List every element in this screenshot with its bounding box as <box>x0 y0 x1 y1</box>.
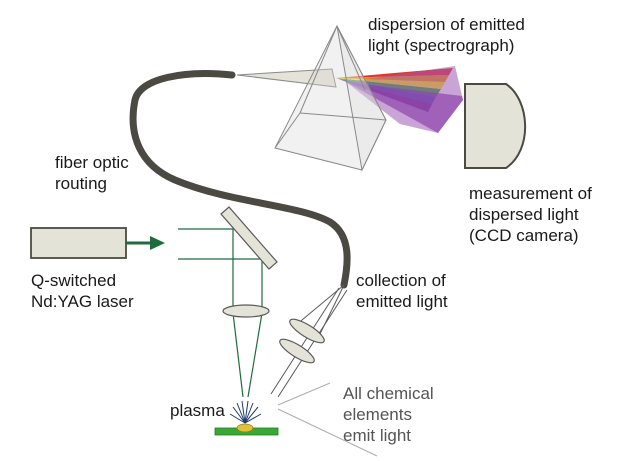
camera-label-line-3: (CCD camera) <box>469 226 579 245</box>
collection-label-line-1: collection of <box>356 271 446 290</box>
fiber-label-line-2: routing <box>55 174 107 193</box>
focusing-lens <box>222 304 270 318</box>
spectrograph-label: dispersion of emitted light (spectrograp… <box>368 14 525 56</box>
ccd-camera <box>464 83 527 169</box>
elements-label: All chemical elements emit light <box>343 383 434 446</box>
plasma-spot <box>236 423 254 433</box>
prism-spectrograph <box>274 24 387 172</box>
laser-body <box>30 227 127 259</box>
collection-label: collection of emitted light <box>356 270 448 312</box>
spectrum-fan <box>336 66 463 133</box>
laser-label: Q-switched Nd:YAG laser <box>31 270 134 312</box>
camera-label: measurement of dispersed light (CCD came… <box>469 183 592 246</box>
fiber-label-line-1: fiber optic <box>55 153 129 172</box>
spectrograph-label-line-1: dispersion of emitted <box>368 15 525 34</box>
laser-label-line-1: Q-switched <box>31 271 117 290</box>
spectrograph-label-line-2: light (spectrograph) <box>368 36 515 55</box>
collection-label-line-2: emitted light <box>356 292 448 311</box>
fiber-label: fiber optic routing <box>55 152 129 194</box>
camera-label-line-2: dispersed light <box>469 205 579 224</box>
elements-label-line-2: elements <box>343 405 412 424</box>
camera-label-line-1: measurement of <box>469 184 592 203</box>
plasma-emission <box>229 400 262 424</box>
mirror <box>220 206 278 270</box>
emission-pointer-lines <box>277 382 378 457</box>
laser-arrow <box>126 236 165 250</box>
elements-label-line-1: All chemical <box>343 384 434 403</box>
plasma-label: plasma <box>170 401 225 420</box>
elements-label-line-3: emit light <box>343 426 412 445</box>
fiber-optic-cable <box>129 70 351 289</box>
laser-label-line-2: Nd:YAG laser <box>31 292 134 311</box>
collection-optics <box>270 284 348 398</box>
fiber-output-cone <box>236 68 337 88</box>
